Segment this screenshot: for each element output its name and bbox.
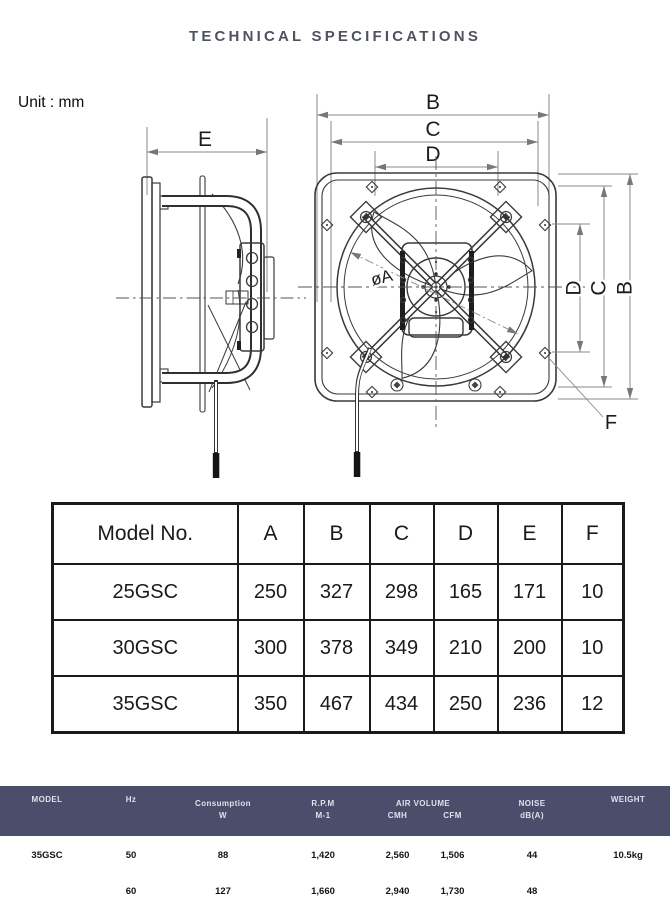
spec-cell-consumption: 127: [215, 885, 231, 897]
table-row: 35GSC 350 467 434 250 236 12: [51, 675, 625, 734]
value-cell: 236: [496, 675, 563, 734]
spec-cell-cmh: 2,940: [385, 885, 410, 897]
value-cell: 378: [302, 619, 371, 677]
spec-header-weight: WEIGHT: [586, 786, 670, 836]
spec-cell-hz: 50: [125, 849, 137, 861]
power-cord-side: [212, 453, 220, 478]
spec-cell-noise: 44: [526, 849, 538, 861]
table-row: 30GSC 300 378 349 210 200 10: [51, 619, 625, 677]
spec-header-cmh: CMH: [368, 810, 427, 836]
spec-table: MODEL Hz Consumption R.P.M AIR VOLUME NO…: [0, 786, 670, 900]
model-cell: 25GSC: [51, 563, 239, 621]
front-view: B C D: [298, 91, 639, 477]
dimension-label-c-top: C: [425, 118, 440, 141]
spec-header-hz: Hz: [94, 786, 168, 836]
spec-header-cfm: CFM: [427, 810, 479, 836]
spec-header-air-volume: AIR VOLUME: [368, 786, 479, 810]
dimension-label-e: E: [198, 128, 212, 151]
dimension-label-c-right: C: [587, 280, 610, 295]
spec-cell-rpm: 1,420: [311, 849, 335, 861]
column-header-a: A: [236, 502, 305, 565]
dimension-label-d-right: D: [562, 280, 585, 295]
column-header-d: D: [432, 502, 499, 565]
page-title: TECHNICAL SPECIFICATIONS: [188, 28, 482, 45]
spec-cell-consumption: 88: [217, 849, 229, 861]
value-cell: 349: [368, 619, 435, 677]
dimension-label-b-right: B: [613, 281, 636, 295]
spec-cell-cmh: 2,560: [385, 849, 410, 861]
value-cell: 298: [368, 563, 435, 621]
table-row: 25GSC 250 327 298 165 171 10: [51, 563, 625, 621]
value-cell: 165: [432, 563, 499, 621]
spec-header-rpm: R.P.M: [278, 786, 368, 810]
dimension-label-f: F: [605, 412, 617, 434]
value-cell: 350: [236, 675, 305, 734]
model-cell: 35GSC: [51, 675, 239, 734]
value-cell: 10: [560, 563, 625, 621]
dimension-label-d-top: D: [425, 143, 440, 166]
spec-cell-noise: 48: [526, 885, 538, 897]
spec-cell-model: [0, 874, 94, 900]
unit-label: Unit : mm: [18, 94, 85, 111]
model-cell: 30GSC: [51, 619, 239, 677]
value-cell: 200: [496, 619, 563, 677]
value-cell: 210: [432, 619, 499, 677]
spec-cell-rpm: 1,660: [311, 885, 335, 897]
column-header-f: F: [560, 502, 625, 565]
column-header-b: B: [302, 502, 371, 565]
spec-header-noise: NOISE: [478, 786, 587, 810]
value-cell: 171: [496, 563, 563, 621]
value-cell: 300: [236, 619, 305, 677]
side-view: E: [116, 118, 306, 478]
power-cord-front: [353, 452, 361, 477]
spec-header-noise-unit: dB(A): [478, 810, 587, 836]
spec-cell-model: 35GSC: [31, 849, 63, 861]
value-cell: 327: [302, 563, 371, 621]
column-header-e: E: [496, 502, 563, 565]
spec-header-model: MODEL: [0, 786, 94, 836]
spec-cell-cfm: 1,730: [440, 885, 465, 897]
dimension-table: Model No. A B C D E F 25GSC 250 327 298 …: [51, 502, 625, 734]
mounting-holes: [320, 180, 552, 399]
dimension-table-header-row: Model No. A B C D E F: [51, 502, 625, 565]
value-cell: 12: [560, 675, 625, 734]
spec-cell-hz: 60: [125, 885, 137, 897]
guard-corner-pads: [349, 200, 523, 374]
technical-drawing: E: [116, 91, 639, 478]
spec-cell-cfm: 1,506: [440, 849, 465, 861]
diameter-label: øA: [369, 266, 395, 290]
spec-table-header: MODEL Hz Consumption R.P.M AIR VOLUME NO…: [0, 786, 670, 836]
spec-header-rpm-unit: M-1: [278, 810, 368, 836]
dimension-label-b-top: B: [426, 91, 440, 114]
value-cell: 467: [302, 675, 371, 734]
value-cell: 250: [432, 675, 499, 734]
value-cell: 434: [368, 675, 435, 734]
value-cell: 250: [236, 563, 305, 621]
spec-cell-weight: [586, 874, 670, 900]
spec-header-consumption-unit: W: [168, 810, 278, 836]
spec-row: 35GSC 50 88 1,420 2,560 1,506 44 10.5kg: [0, 836, 670, 874]
column-header-c: C: [368, 502, 435, 565]
spec-header-consumption: Consumption: [168, 786, 278, 810]
column-header-model: Model No.: [51, 502, 239, 565]
spec-row: 60 127 1,660 2,940 1,730 48: [0, 874, 670, 900]
spec-cell-weight: 10.5kg: [613, 849, 643, 861]
value-cell: 10: [560, 619, 625, 677]
